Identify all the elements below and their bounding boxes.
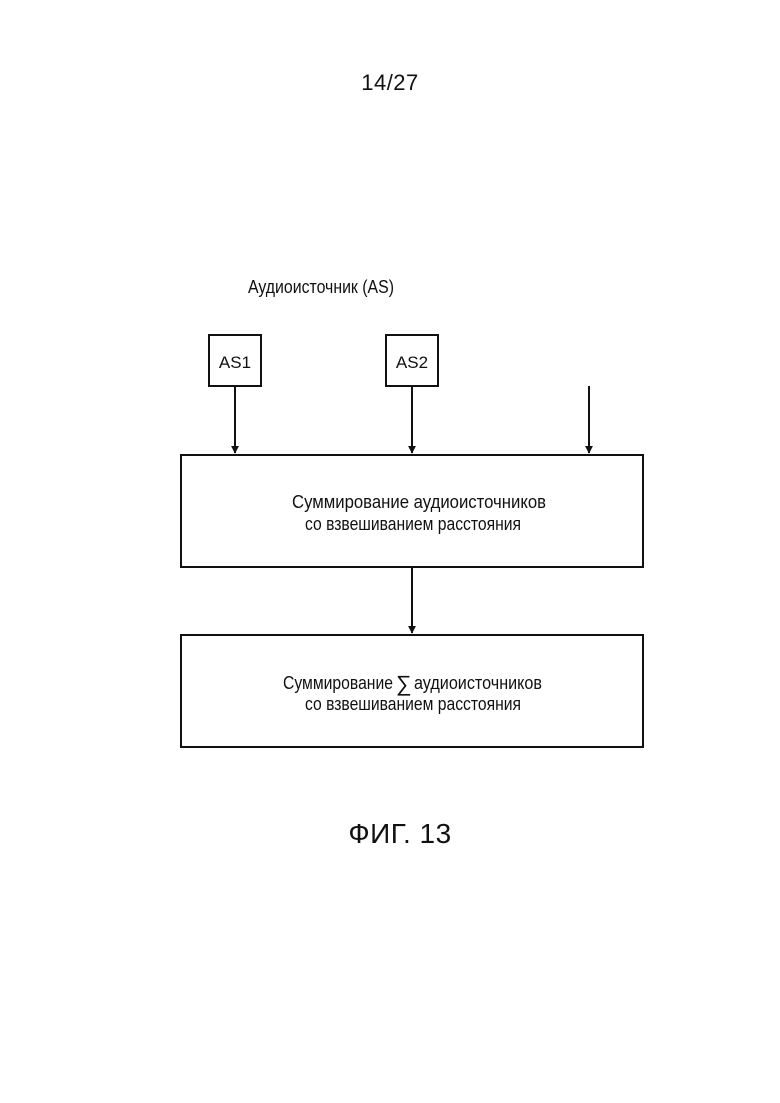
audio-source-group-label: Аудиоисточник (AS) [248,277,394,297]
sum-symbol-icon: ∑ [396,671,412,696]
summation-block-2: Суммирование ∑ аудиоисточников со взвеши… [181,635,643,747]
source-box-as2-label: AS2 [396,353,428,372]
summation-block-1: Суммирование аудиоисточников со взвешива… [181,455,643,567]
summation-block-2-frame [181,635,643,747]
figure-caption: ФИГ. 13 [0,818,780,850]
source-box-as2: AS2 [386,335,438,386]
summation-block-2-line1-after: аудиоисточников [414,673,542,693]
summation-block-1-line1: Суммирование аудиоисточников [292,492,546,512]
summation-block-1-line2: со взвешиванием расстояния [305,514,521,534]
source-box-as1: AS1 [209,335,261,386]
summation-block-2-line1-before: Суммирование [283,673,393,693]
summation-block-2-line2: со взвешиванием расстояния [305,694,521,714]
source-box-as1-label: AS1 [219,353,251,372]
